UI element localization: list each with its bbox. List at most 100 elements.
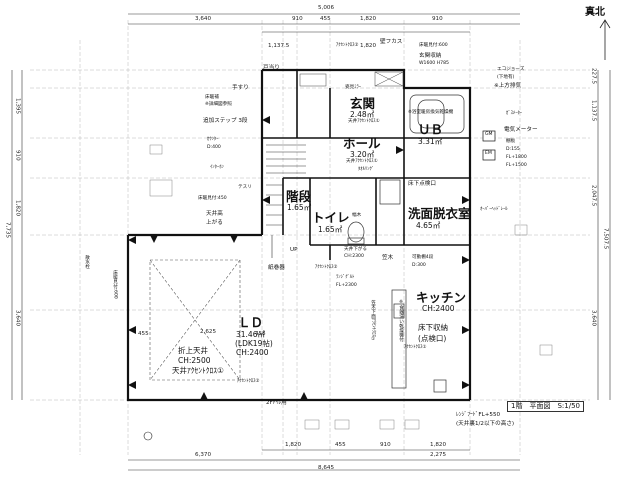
- room-hall-note: 天井ｱｸｾﾝﾄｸﾛｽ①: [346, 159, 378, 164]
- room-ub-area: 3.31㎡: [418, 137, 443, 146]
- dim-left-3640: 3,640: [14, 310, 21, 327]
- room-genkan-name: 玄関: [350, 96, 376, 111]
- folding-ceiling-outline: [149, 259, 241, 381]
- dim-bottom-8645: 8,645: [318, 465, 335, 471]
- dimension-lines: [11, 13, 611, 471]
- dim-left-910: 910: [14, 150, 21, 161]
- note-counter: ｶｳﾝﾀｰ: [207, 137, 219, 142]
- note-ecocute-sub: (下地有): [497, 75, 515, 80]
- dim-right-7507: 7,507.5: [602, 228, 609, 250]
- room-ub-name: ＵＢ: [418, 122, 444, 137]
- room-kitchen-height: CH:2400: [422, 304, 455, 313]
- note-counter-d: D:400: [207, 145, 221, 150]
- note-ecocute: エコジョーズ: [497, 67, 525, 72]
- note-up: UP: [290, 247, 298, 253]
- bath-fixtures: [409, 94, 465, 134]
- gm-label: GM: [485, 132, 493, 137]
- dim-top-left: 3,640: [195, 16, 212, 22]
- note-movable-d: D:300: [412, 263, 426, 268]
- dim-top-910a: 910: [292, 16, 303, 22]
- room-kaidan-name: 階段: [286, 189, 312, 204]
- note-genkan-storage: 玄関収納: [419, 53, 442, 59]
- note-shelf-fl1: FL+1800: [506, 155, 527, 160]
- note-teslin: テスリ: [238, 185, 252, 190]
- dim-left-7735: 7,735: [4, 222, 11, 239]
- room-yukashita-1: 床下収納: [418, 323, 448, 332]
- note-ceiling-height: 天井下がる: [344, 247, 367, 252]
- note-folding-accent: 天井ｱｸｾﾝﾄｸﾛｽ①: [172, 366, 224, 375]
- note-agaru: 上がる: [206, 220, 223, 226]
- room-genkan-note: 天井ｱｸｾﾝﾄｸﾛｽ①: [348, 119, 380, 124]
- toilet-fixture: [347, 221, 365, 245]
- note-bath: ※浴室暖房換気乾燥機: [408, 110, 454, 115]
- dim-top-455: 455: [320, 16, 331, 22]
- note-fl: FL+2300: [336, 283, 357, 288]
- note-handrail-1: 床暖補: [205, 95, 219, 100]
- note-yukadan450: 床暖見付:450: [198, 196, 227, 201]
- north-label: 真北: [585, 7, 605, 18]
- note-exhaust: ※上方排気: [494, 83, 522, 89]
- note-paper-holder: 紙巻器: [268, 265, 285, 271]
- drawing-title: 1階 平面図 S:1/50: [507, 401, 584, 412]
- note-shoe-rack: 床暖見付:600: [419, 43, 448, 48]
- note-elec-meter: 電気メーター: [504, 127, 538, 133]
- room-kitchen-name: キッチン: [416, 290, 467, 305]
- note-overhead: ｵｰﾊﾞｰﾍｯﾄﾞﾚｰﾙ: [480, 207, 508, 212]
- dim-inner-455b: 455: [255, 331, 266, 337]
- dim-bottom-6370: 6,370: [195, 452, 212, 458]
- note-wall-tack: 壁フカス: [380, 39, 403, 45]
- room-ld-height: CH:2400: [236, 348, 269, 357]
- note-accent1-right: ｱｸｾﾝﾄｸﾛｽ①: [404, 345, 427, 350]
- note-range-hood: ﾚﾝｼﾞﾌｰﾄﾞFL+550: [456, 412, 501, 418]
- dim-right-1137: 1,137.5: [590, 100, 597, 122]
- dim-bottom-1820b: 1,820: [430, 442, 447, 448]
- room-yukashita-2: (点検口): [418, 334, 447, 343]
- note-haba-gi: 幅木: [352, 213, 362, 218]
- note-floor-inspect: 床下点検口: [408, 181, 436, 187]
- north-arrow-icon: [599, 19, 611, 60]
- note-todomari: 戸当り: [263, 65, 280, 71]
- note-kasa: 笠木: [382, 255, 394, 261]
- room-toilet-name: トイレ: [312, 210, 350, 225]
- dim-inner-455a: 455: [138, 331, 149, 337]
- note-mirror: 姿見ﾐﾗｰ: [345, 85, 362, 90]
- dim-top-910b: 910: [432, 16, 443, 22]
- note-shelf-d: D:155: [506, 147, 520, 152]
- note-folding-ceiling: 折上天井: [178, 346, 208, 355]
- note-handrail: 手すり: [232, 85, 249, 91]
- note-tenjo-kakou: 天井高: [206, 211, 223, 217]
- genkan-storage-hatch: [299, 71, 404, 87]
- dim-top-1137: 1,137.5: [268, 43, 290, 49]
- note-handrail-2: ※詳細図参照: [205, 102, 232, 107]
- dim-bottom-455: 455: [335, 442, 346, 448]
- note-accent2-bottom: ｱｸｾﾝﾄｸﾛｽ②: [237, 379, 260, 384]
- opening-markers: [128, 116, 470, 400]
- note-ch2300: CH:2300: [344, 254, 364, 259]
- stair-treads: [266, 144, 306, 258]
- note-step3: 追加ステップ 3段: [203, 118, 248, 124]
- note-kitchen-side: ※食器洗い乾燥機付: [398, 300, 404, 342]
- note-range-hood-sub: (天井裏1/2以下の高さ): [456, 421, 515, 427]
- room-kaidan-area: 1.65㎡: [287, 203, 312, 212]
- note-2f-toilet: 2Fﾄｲﾚ用: [266, 400, 287, 406]
- dim-top-1820b: 1,820: [360, 43, 377, 49]
- small-tags: [149, 144, 553, 430]
- note-stand-lamp: ﾗﾝｼﾞｸﾞﾙﾄ: [336, 275, 355, 280]
- dim-bottom-1820: 1,820: [285, 442, 302, 448]
- dim-right-3640: 3,640: [590, 310, 597, 327]
- note-folding-ch: CH:2500: [178, 356, 211, 365]
- kitchen-counter: [379, 179, 447, 393]
- room-ld-area: 31.46㎡: [236, 330, 265, 339]
- note-hidden-window: 散水栓: [84, 255, 90, 269]
- room-hall-area: 3.20㎡: [350, 150, 375, 159]
- dim-right-2047: 2,047.5: [590, 185, 597, 207]
- interior-walls: [262, 70, 470, 260]
- note-shelf: 棚板: [506, 139, 516, 144]
- equipment-boxes: [482, 130, 496, 161]
- dim-top-1820: 1,820: [360, 16, 377, 22]
- note-accent2-mid: ｱｸｾﾝﾄｸﾛｽ②: [315, 265, 338, 270]
- room-ld-name: ＬＤ: [238, 315, 264, 330]
- em-label: EM: [485, 151, 492, 156]
- dim-inner-2625: 2,625: [200, 329, 217, 335]
